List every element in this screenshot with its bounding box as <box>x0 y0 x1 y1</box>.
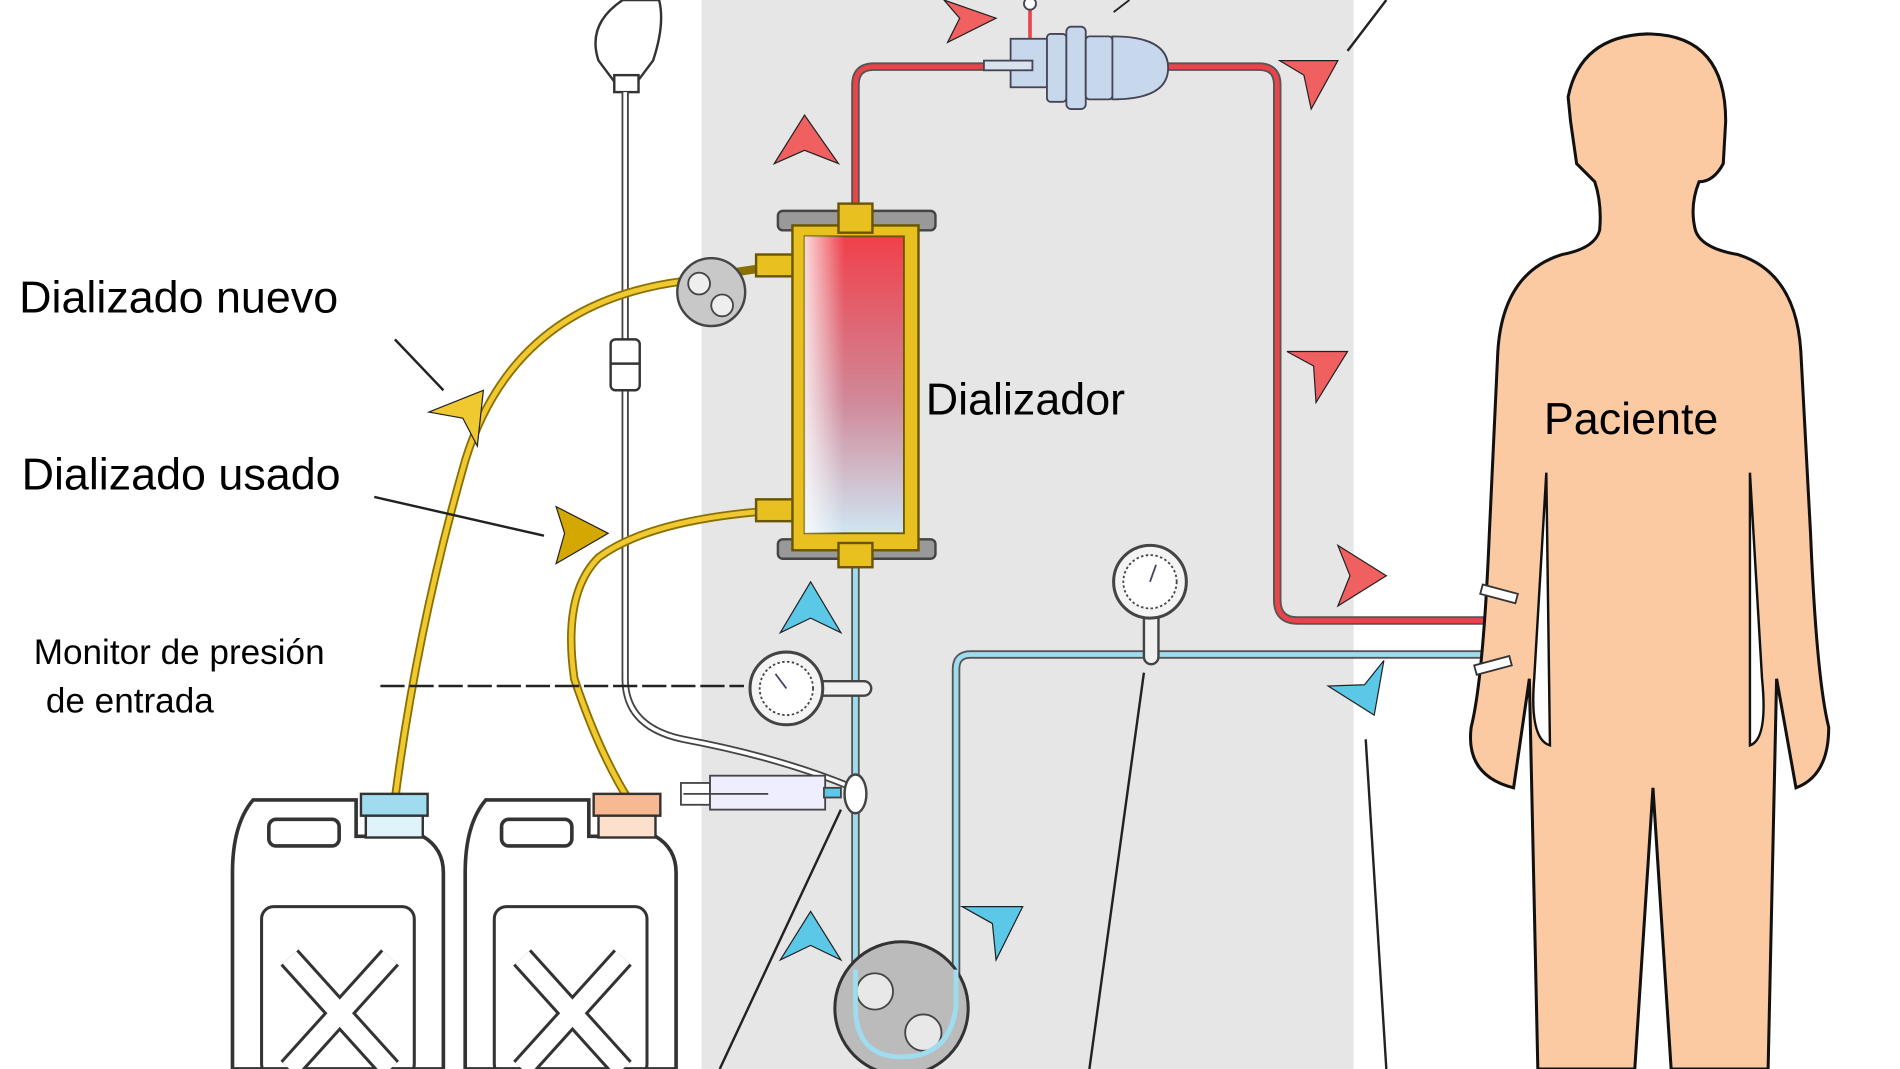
label-dialyzer: Dializador <box>926 374 1125 425</box>
arrow-icon <box>1326 660 1385 717</box>
label-fresh-dialysate: Dializado nuevo <box>19 272 338 323</box>
arterial-blood-line <box>851 62 1502 625</box>
arrow-icon <box>1277 59 1339 111</box>
label-inlet-pressure-monitor-2: de entrada <box>46 682 214 721</box>
arrow-icon <box>778 580 843 635</box>
dialysate-lines <box>390 264 763 803</box>
inlet-pressure-monitor <box>748 650 873 727</box>
used-dialysate-container <box>463 792 678 1069</box>
patient-silhouette <box>1468 32 1831 1069</box>
arrow-icon <box>778 910 843 962</box>
label-patient: Paciente <box>1544 393 1718 444</box>
dialyzer <box>754 202 937 569</box>
dialysate-pump <box>676 256 747 328</box>
arrow-icon <box>959 905 1024 963</box>
blood-pump <box>833 940 970 1069</box>
venous-pressure-monitor <box>1112 543 1188 666</box>
arrow-icon <box>772 114 841 165</box>
air-detector <box>983 0 1170 110</box>
heparin-syringe <box>680 773 868 815</box>
arrow-icon <box>426 389 485 449</box>
leader-lines <box>374 0 1388 1069</box>
flow-arrows <box>426 0 1388 963</box>
fresh-dialysate-container <box>230 792 446 1069</box>
arrow-icon <box>555 505 610 565</box>
arrow-icon <box>943 0 998 44</box>
label-used-dialysate: Dializado usado <box>22 449 341 500</box>
arrow-icon <box>1286 350 1349 405</box>
saline-line <box>594 0 855 792</box>
arrow-icon <box>1336 543 1388 608</box>
label-inlet-pressure-monitor: Monitor de presión <box>34 633 325 672</box>
